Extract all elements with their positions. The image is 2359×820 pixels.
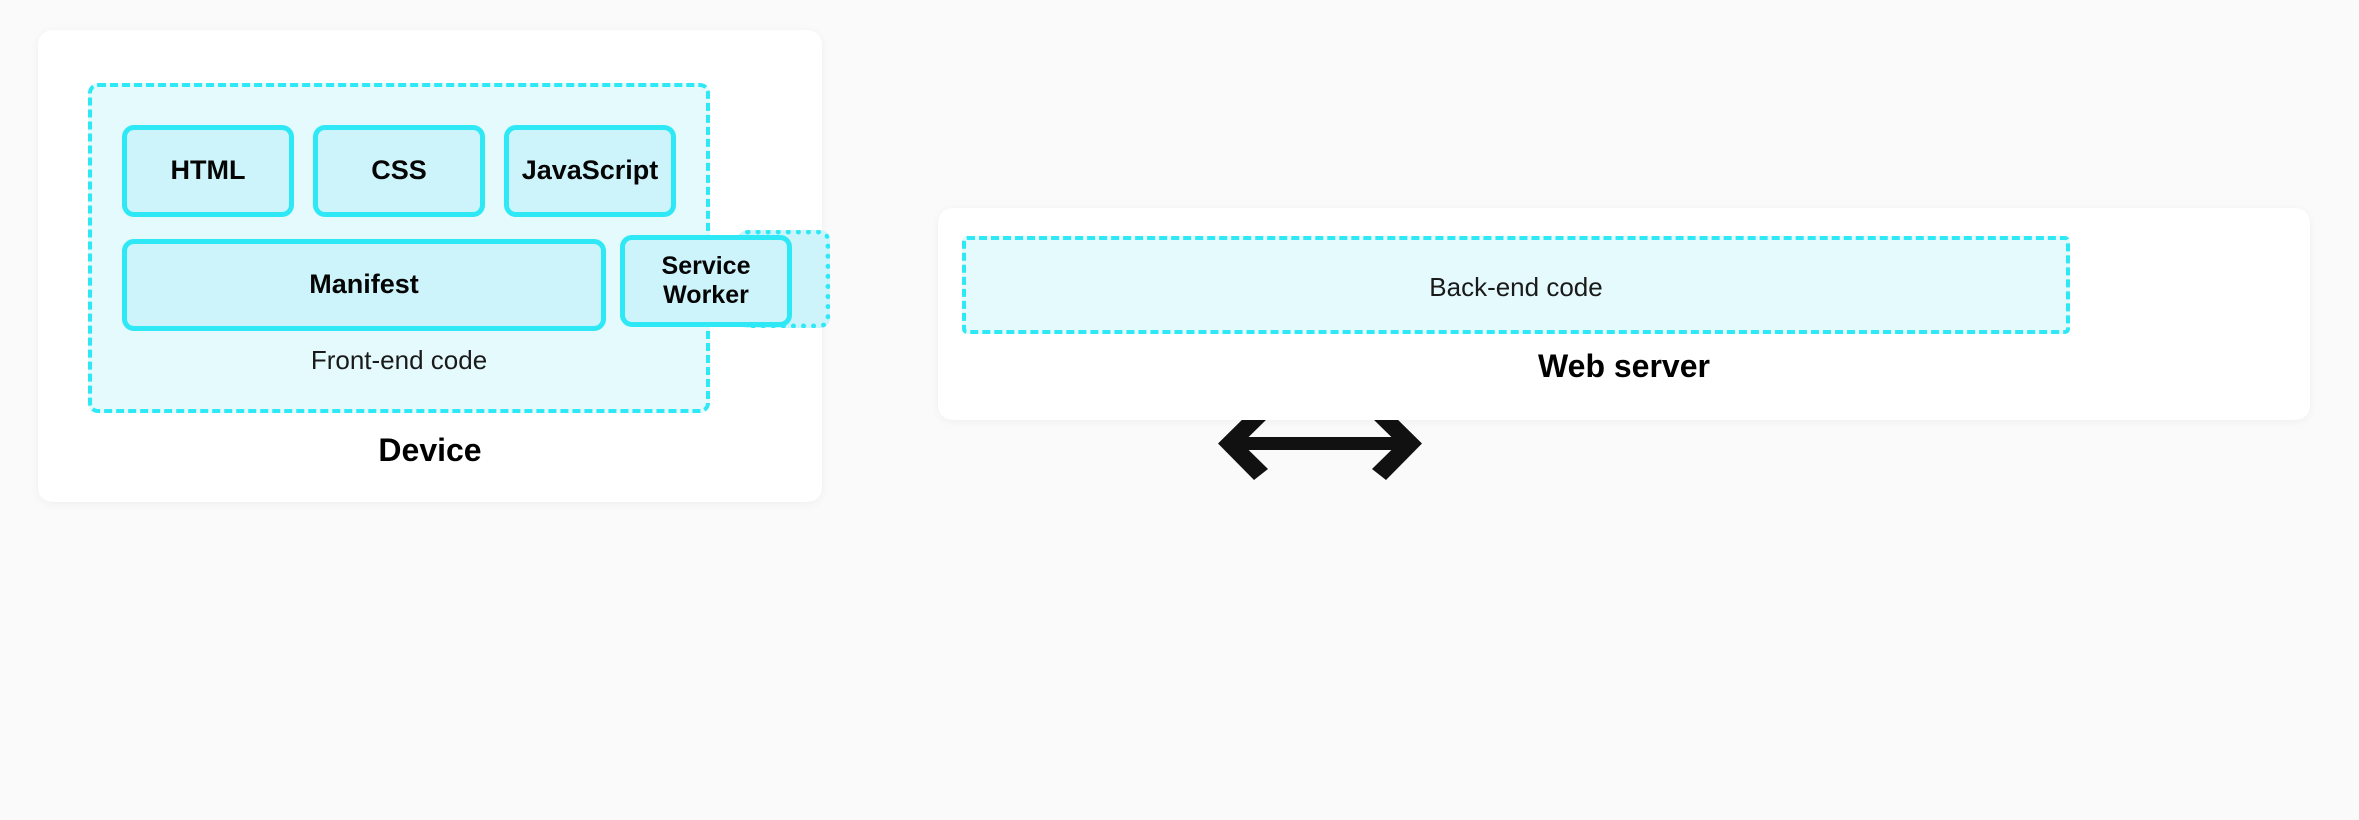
tile-javascript[interactable]: JavaScript xyxy=(504,125,676,217)
tile-javascript-label: JavaScript xyxy=(521,155,659,186)
tile-service-worker-label-line2: Worker xyxy=(663,281,749,309)
tile-manifest[interactable]: Manifest xyxy=(122,239,606,331)
tile-service-worker-label-line1: Service xyxy=(661,251,751,280)
tile-css-label: CSS xyxy=(371,155,427,186)
frontend-code-caption: Front-end code xyxy=(310,345,488,375)
backend-code-group: Back-end code xyxy=(962,236,2070,334)
device-card: HTML CSS JavaScript Manifest Front-end c… xyxy=(38,30,830,502)
backend-code-caption: Back-end code xyxy=(1429,272,1603,302)
frontend-code-group: HTML CSS JavaScript Manifest Front-end c… xyxy=(88,83,710,413)
double-headed-arrow-icon xyxy=(1218,408,1422,480)
device-caption: Device xyxy=(378,432,482,468)
tile-service-worker-label: Service Worker xyxy=(662,252,751,311)
tile-css[interactable]: CSS xyxy=(313,125,485,217)
tile-manifest-label: Manifest xyxy=(309,269,419,300)
web-server-caption: Web server xyxy=(1538,348,1710,384)
tile-html[interactable]: HTML xyxy=(122,125,294,217)
tile-service-worker[interactable]: Service Worker xyxy=(620,235,792,327)
tile-html-label: HTML xyxy=(170,155,246,186)
web-server-card: Back-end code Web server xyxy=(938,208,2310,420)
